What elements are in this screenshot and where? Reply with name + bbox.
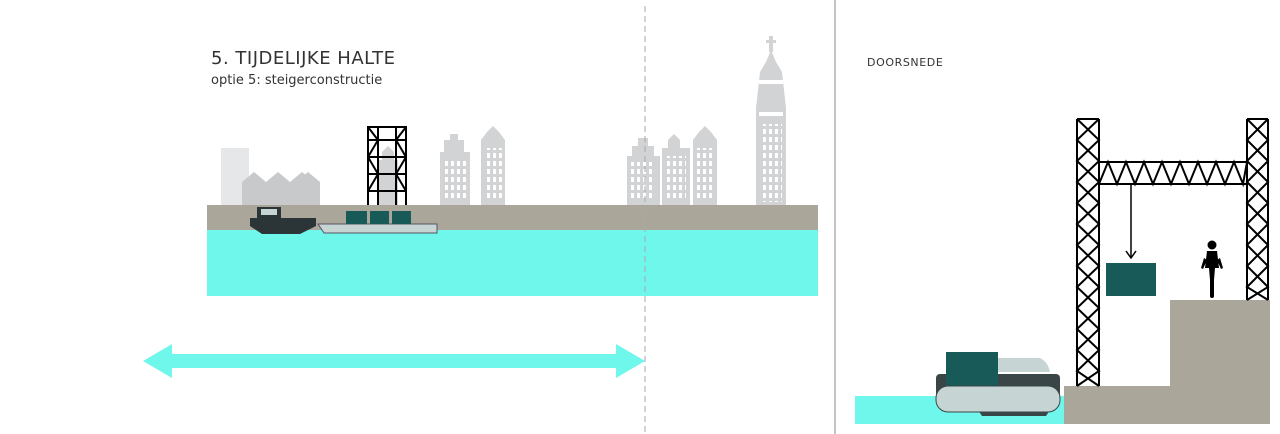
container: [346, 211, 367, 224]
barge-with-containers: [317, 211, 438, 234]
quay-high: [1170, 300, 1270, 424]
truss-beam: [1098, 159, 1248, 188]
barge-section: [935, 352, 1061, 416]
hoisted-container: [1106, 263, 1156, 296]
scaffold-column-left: [1075, 118, 1101, 387]
quay-low: [1064, 386, 1170, 424]
container: [392, 211, 411, 224]
tug-boat: [250, 207, 316, 234]
scaffold-column-right: [1245, 118, 1270, 301]
container: [370, 211, 389, 224]
skyline: [221, 36, 786, 206]
diagram-subtitle: optie 5: steigerconstructie: [211, 73, 383, 88]
cyclist-icon: [1201, 240, 1223, 298]
water-elevation: [207, 230, 818, 296]
diagram-title: 5. TIJDELIJKE HALTE: [211, 48, 396, 69]
section-label: DOORSNEDE: [867, 56, 944, 69]
hoist-arrowhead: [1125, 250, 1137, 260]
span-arrow: [143, 344, 645, 378]
